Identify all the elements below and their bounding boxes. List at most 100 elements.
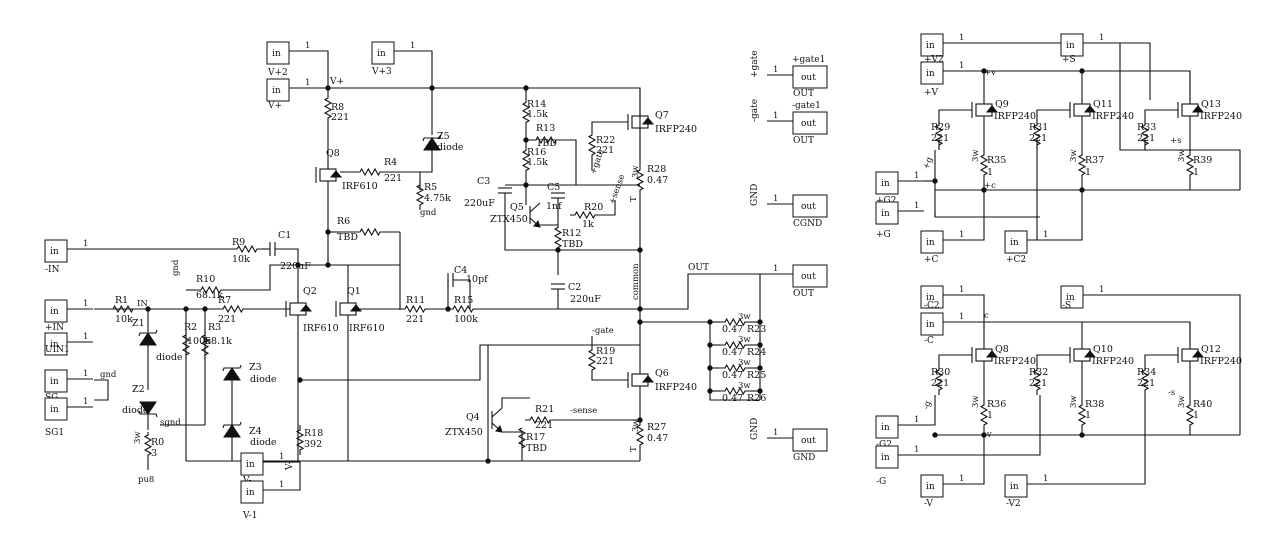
port-pin: 1: [1043, 474, 1048, 484]
port-pin: 1: [773, 111, 778, 121]
port-label: in: [1010, 482, 1019, 492]
ref: R16: [527, 147, 546, 158]
ref: R32: [1029, 367, 1048, 378]
port-pin: 1: [914, 415, 919, 425]
port-label: in: [926, 41, 935, 51]
ref: Q12: [1201, 344, 1221, 355]
net-label-n_out: OUT: [688, 263, 709, 273]
ref: Q1: [347, 286, 361, 297]
ref: C4: [454, 265, 467, 276]
ref: R40: [1193, 399, 1212, 410]
value: TBD: [526, 443, 547, 454]
ref: R19: [596, 346, 615, 357]
port-name: OUT: [793, 89, 814, 99]
port-pin: 1: [773, 194, 778, 204]
ref: Q6: [655, 368, 669, 379]
port-label: in: [1066, 293, 1075, 303]
ref: R39: [1193, 155, 1212, 166]
ref: Z3: [249, 362, 262, 373]
port-pin: 1: [959, 312, 964, 322]
net-label-n_gate1: +gate1: [792, 55, 825, 65]
port-r_ms: in1-S: [1060, 285, 1109, 311]
port-name: -IN: [45, 265, 60, 275]
net-label-n_3w_r39: 3w: [1177, 149, 1187, 162]
port-r_v: in1+V: [920, 61, 969, 98]
ref: R22: [596, 135, 615, 146]
value: TBD: [337, 232, 358, 243]
value: IRFP240: [655, 124, 697, 135]
ref: Z1: [132, 318, 145, 329]
port-name: -V2: [1006, 499, 1021, 509]
value: IRF610: [342, 181, 378, 192]
value: 221: [1029, 133, 1047, 144]
port-pin: 1: [914, 201, 919, 211]
port-r_mv: in1-V: [920, 474, 969, 509]
port-pin: 1: [959, 61, 964, 71]
net-label-n_in: IN: [137, 299, 148, 309]
port-name: +IN: [45, 323, 64, 333]
value: IRFP240: [1092, 356, 1134, 367]
net-label-n_rs: +s: [1170, 136, 1181, 146]
port-pin: 1: [83, 397, 88, 407]
port-pin: 1: [773, 65, 778, 75]
net-label-n_rc2: c: [984, 311, 989, 321]
port-label: in: [1066, 41, 1075, 51]
net-label-n_sgnd: sgnd: [160, 418, 181, 428]
value: diode: [250, 374, 277, 385]
net-label-n_gnd_v2: GND: [750, 418, 760, 440]
ref: Q8: [995, 344, 1009, 355]
value: 1.5k: [527, 157, 548, 168]
port-label: in: [926, 482, 935, 492]
port-name: OUT: [793, 136, 814, 146]
port-label: in: [50, 247, 59, 257]
net-label-n_T1: T: [629, 196, 639, 202]
port-label: out: [801, 436, 816, 446]
port-r_g2: in1+G2: [875, 171, 924, 206]
port-name: +C2: [1006, 255, 1026, 265]
port-r_mg: in1-G: [875, 445, 924, 487]
ref: R11: [406, 295, 425, 306]
value: 68.1k: [205, 336, 232, 347]
net-label-n_rg: +g: [921, 155, 935, 171]
port-label: in: [926, 69, 935, 79]
ref: R0: [151, 437, 164, 448]
ref: R5: [424, 182, 437, 193]
ref: R10: [196, 274, 215, 285]
port-label: in: [926, 238, 935, 248]
value: 0.47: [722, 324, 743, 335]
port-label: out: [801, 119, 816, 129]
value: TBD: [536, 138, 557, 149]
port-pin: 1: [959, 474, 964, 484]
ref: Q4: [466, 412, 480, 423]
port-label: in: [246, 488, 255, 498]
value: IRFP240: [655, 382, 697, 393]
net-label-n_rv: +v: [984, 68, 996, 78]
ref: Q10: [1093, 344, 1113, 355]
ref: R2: [184, 322, 197, 333]
components: R8221Q8IRF610R4221R54.75kZ5diodeR6TBDR91…: [108, 88, 1242, 459]
net-label-n_3w_r27: 3w: [631, 419, 641, 432]
value: 221: [1137, 133, 1155, 144]
